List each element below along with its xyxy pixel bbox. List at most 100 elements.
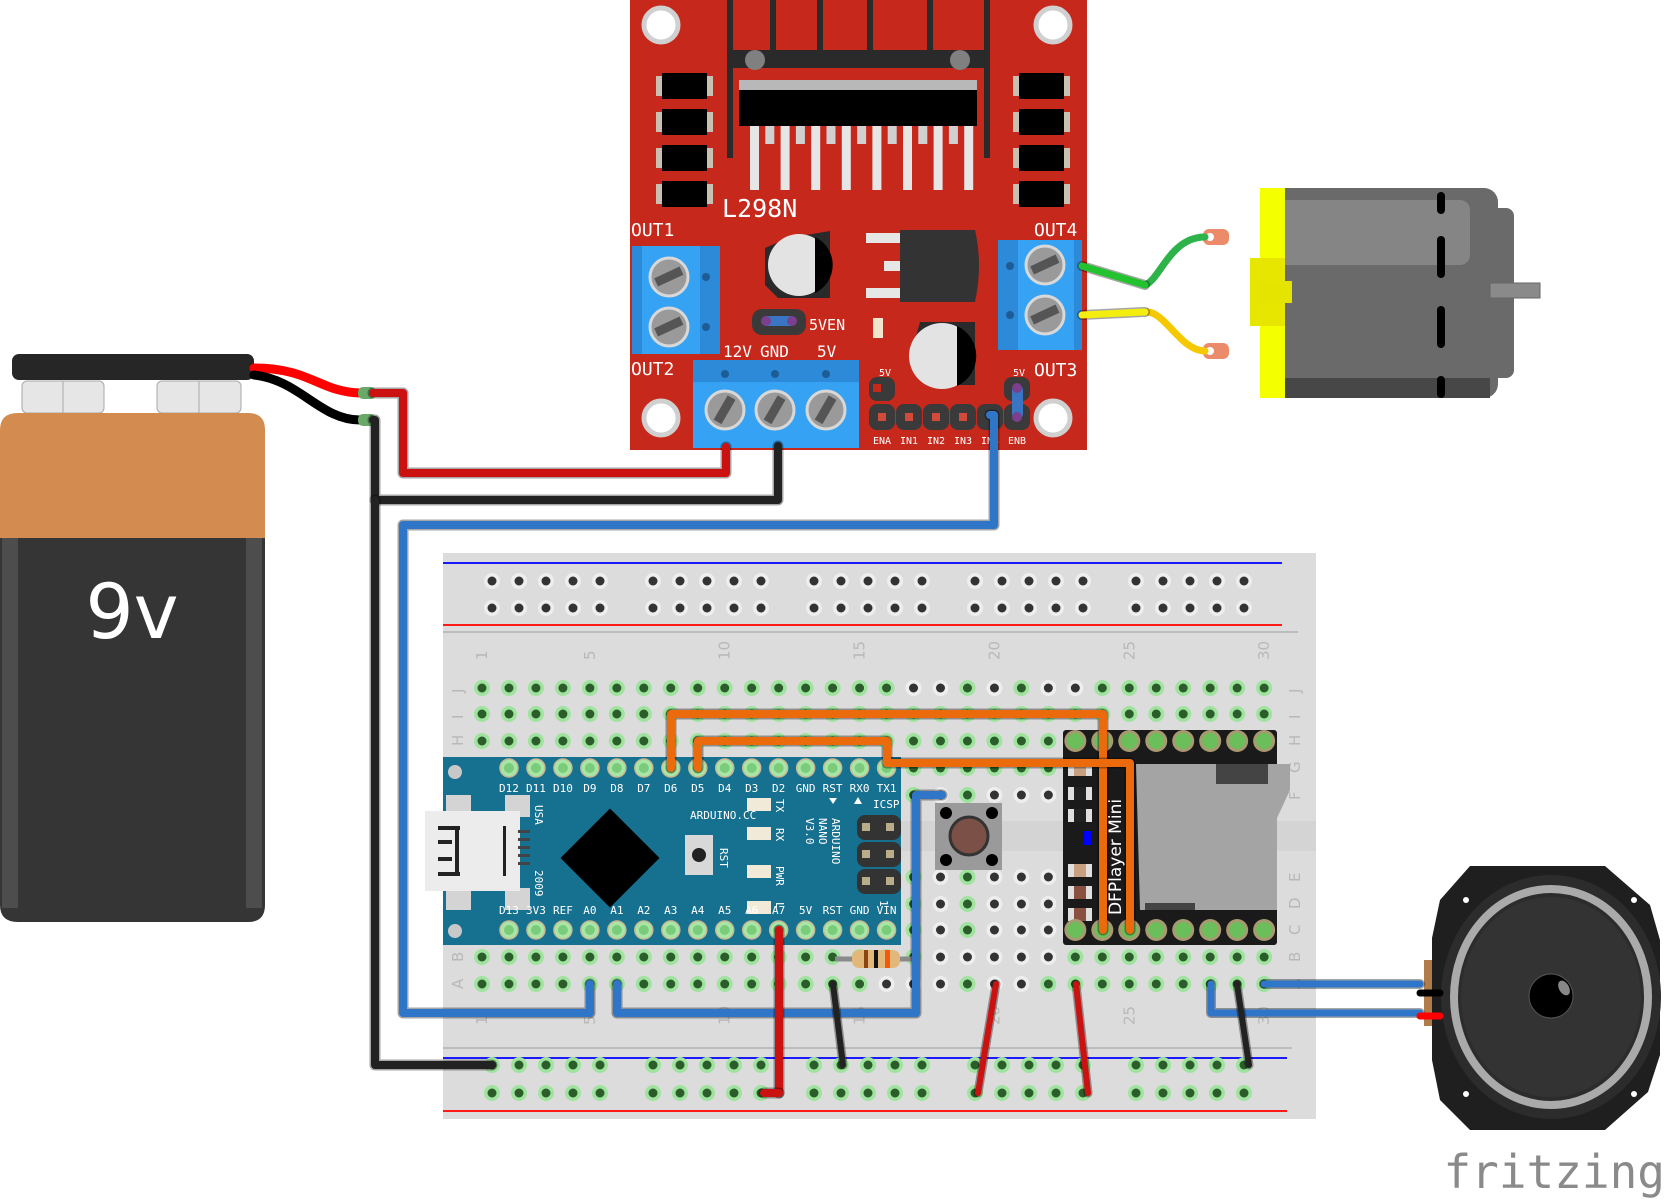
hole-center: [514, 1060, 524, 1070]
led-l: [747, 901, 771, 914]
ic-leg: [765, 126, 775, 144]
reset-button-cap[interactable]: [692, 848, 706, 862]
motor-slot: [1437, 236, 1445, 278]
pin-center: [746, 925, 757, 935]
battery-9v[interactable]: 9v: [0, 354, 377, 922]
terminal-power[interactable]: [693, 360, 859, 448]
pin-center: [611, 925, 622, 935]
hole-center: [997, 1088, 1007, 1098]
hole-center: [666, 952, 676, 962]
hole-center: [585, 952, 595, 962]
hole-center: [970, 603, 980, 613]
row-label-j: J: [1286, 689, 1304, 694]
hole-center: [558, 683, 568, 693]
label-out3: OUT3: [1034, 360, 1077, 381]
dfplayer-pins[interactable]: [1064, 730, 1276, 941]
diode: [1019, 73, 1064, 99]
row-label-f: F: [1286, 791, 1304, 800]
terminal-out1-out2[interactable]: [632, 246, 720, 354]
wire-out3-motor[interactable]: [1078, 308, 1149, 319]
icsp-pin-row[interactable]: [857, 869, 901, 894]
hole-center: [1043, 979, 1053, 989]
hole-center: [890, 1060, 900, 1070]
wire-red-jumper-2[interactable]: [1073, 981, 1091, 1096]
ic-leg: [841, 126, 851, 190]
resistor[interactable]: [835, 950, 917, 968]
hole-center: [962, 790, 972, 800]
pin-center: [773, 763, 784, 773]
hole-center: [1097, 683, 1107, 693]
jumper-enb[interactable]: [1012, 385, 1023, 419]
hole-center: [541, 1060, 551, 1070]
l298n-motor-driver[interactable]: L298N OUT1 OUT2 OUT4 OUT3: [630, 0, 1087, 450]
motor-slot: [1437, 306, 1445, 348]
nano-pin-label: D3: [745, 782, 758, 795]
fritzing-logo: fritzing: [1443, 1145, 1665, 1199]
hole-center: [935, 979, 945, 989]
dfplayer-mini[interactable]: DFPlayer Mini: [1063, 730, 1290, 945]
icsp-pin-row[interactable]: [857, 842, 901, 867]
label-icsp: ICSP: [873, 798, 900, 811]
wire-a2-button[interactable]: [613, 791, 946, 1017]
pin-pad: [932, 413, 940, 421]
speaker-screw-hole: [1631, 897, 1637, 903]
label-model-1: ARDUINO: [829, 818, 842, 864]
wire-ground-rail[interactable]: [371, 496, 496, 1069]
push-button[interactable]: [935, 803, 1002, 870]
label-brand: ARDUINO.CC: [690, 809, 756, 822]
icsp-header[interactable]: [857, 815, 901, 894]
wire-in4-a1[interactable]: [399, 411, 998, 1017]
motor-lead-yellow: [1141, 308, 1209, 355]
hole-center: [882, 683, 892, 693]
button-cap[interactable]: [948, 815, 990, 857]
wire-speaker-negative[interactable]: [1207, 980, 1424, 1017]
pin-center: [584, 763, 595, 773]
label-5ven: 5VEN: [809, 316, 845, 334]
wire-battery-positive-12v[interactable]: [369, 389, 730, 477]
hole-center: [917, 603, 927, 613]
wire-out4-motor[interactable]: [1078, 262, 1149, 289]
usb-mini-connector[interactable]: [425, 795, 530, 910]
pin-center: [1175, 922, 1192, 938]
hole-center: [1212, 1088, 1222, 1098]
wire-red-jumper-1[interactable]: [975, 981, 999, 1096]
hole-center: [1043, 683, 1053, 693]
hole-center: [809, 1060, 819, 1070]
hole-center: [720, 952, 730, 962]
speaker[interactable]: [1424, 866, 1661, 1130]
hole-center: [541, 1088, 551, 1098]
icsp-pin-row[interactable]: [857, 815, 901, 840]
nano-pin-label: TX1: [877, 782, 897, 795]
nano-pin-label: REF: [553, 904, 573, 917]
control-header[interactable]: [869, 377, 1030, 430]
row-label-b: B: [449, 952, 467, 962]
jumper-5ven[interactable]: [752, 309, 806, 335]
smd-body: [1074, 809, 1086, 822]
wire-d5-dfplayer-tx[interactable]: [667, 710, 1107, 934]
hole-center: [514, 603, 524, 613]
reset-button[interactable]: [685, 835, 713, 875]
diode-pad: [1064, 76, 1070, 96]
wire-gnd-jumper-1[interactable]: [830, 981, 846, 1068]
motor-tab-hole: [1206, 233, 1214, 241]
heatsink: [727, 0, 990, 158]
dc-motor[interactable]: [1141, 188, 1541, 398]
hole-center: [1178, 683, 1188, 693]
battery-highlight-right: [246, 538, 262, 908]
wire-d4-dfplayer-rx[interactable]: [694, 737, 1134, 934]
hole-center: [962, 872, 972, 882]
hole-center: [1212, 1060, 1222, 1070]
wire-gnd-jumper-2[interactable]: [1234, 981, 1252, 1068]
header-pin-5v[interactable]: [869, 377, 895, 401]
wires[interactable]: [367, 261, 1444, 1099]
terminal-out3-out4[interactable]: [998, 240, 1082, 350]
hole-center: [917, 576, 927, 586]
ic-leg: [872, 126, 882, 190]
hole-center: [477, 709, 487, 719]
hole-center: [890, 1088, 900, 1098]
hole-center: [970, 576, 980, 586]
